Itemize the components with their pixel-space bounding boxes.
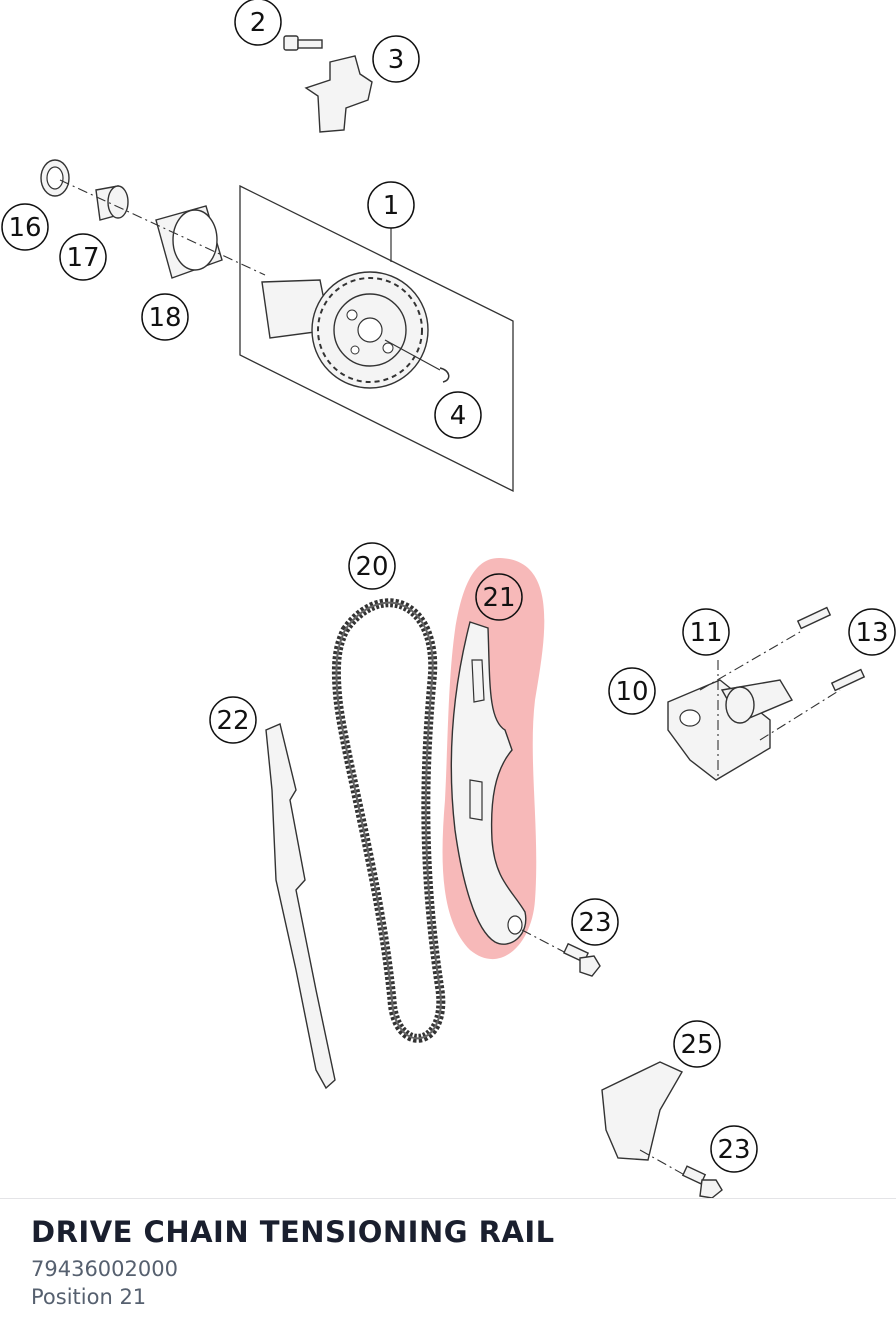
svg-text:13: 13: [855, 618, 888, 648]
callout-1[interactable]: 1: [367, 181, 415, 229]
leader-4-axis: [384, 339, 441, 371]
callout-20[interactable]: 20: [348, 542, 396, 590]
callout-18[interactable]: 18: [141, 293, 189, 341]
svg-text:11: 11: [689, 618, 722, 648]
part-10-chain-tensioner[interactable]: [667, 679, 794, 781]
part-number: 79436002000: [31, 1257, 178, 1281]
exploded-parts-diagram: 2 3 1 16 17 18 4 20 21 11 13 10: [1, 0, 896, 1198]
part-2-bolt[interactable]: [283, 35, 323, 51]
part-22-guide-rail[interactable]: [265, 723, 336, 1090]
chain-inner-line: [335, 601, 442, 1040]
part-23-bolt-upper[interactable]: [521, 929, 601, 977]
part-18-ring[interactable]: [155, 205, 223, 279]
part-1-assembly-frame: [239, 184, 514, 493]
svg-text:1: 1: [383, 191, 400, 221]
svg-text:10: 10: [615, 677, 648, 707]
svg-text:2: 2: [250, 8, 267, 38]
svg-text:3: 3: [388, 45, 405, 75]
svg-text:4: 4: [450, 401, 467, 431]
part-25-chain-guide[interactable]: [601, 1061, 683, 1161]
callout-21[interactable]: 21: [475, 573, 523, 621]
callout-2[interactable]: 2: [234, 0, 282, 46]
svg-text:23: 23: [717, 1135, 750, 1165]
part-17-bearing[interactable]: [95, 185, 129, 221]
callout-25[interactable]: 25: [673, 1020, 721, 1068]
svg-text:21: 21: [482, 583, 515, 613]
part-info-panel: DRIVE CHAIN TENSIONING RAIL 79436002000 …: [0, 1198, 896, 1336]
part-title: DRIVE CHAIN TENSIONING RAIL: [31, 1215, 555, 1249]
svg-text:17: 17: [66, 243, 99, 273]
part-13-bolt[interactable]: [759, 668, 866, 741]
svg-text:20: 20: [355, 552, 388, 582]
svg-text:25: 25: [680, 1030, 713, 1060]
part-16-seal[interactable]: [40, 159, 70, 197]
callout-4[interactable]: 4: [434, 391, 482, 439]
part-21-tensioning-rail[interactable]: [450, 621, 527, 945]
part-23-bolt-lower[interactable]: [639, 1149, 723, 1198]
callout-17[interactable]: 17: [59, 233, 107, 281]
callout-13[interactable]: 13: [848, 608, 896, 656]
part-3-bracket[interactable]: [304, 55, 373, 133]
axis-line-camshaft: [59, 179, 266, 276]
svg-text:16: 16: [8, 213, 41, 243]
callout-23-lower[interactable]: 23: [710, 1125, 758, 1173]
callout-10[interactable]: 10: [608, 667, 656, 715]
svg-text:18: 18: [148, 303, 181, 333]
callout-16[interactable]: 16: [1, 203, 49, 251]
svg-text:22: 22: [216, 706, 249, 736]
part-1-camshaft[interactable]: [261, 271, 429, 389]
callout-22[interactable]: 22: [209, 696, 257, 744]
part-position: Position 21: [31, 1285, 147, 1309]
callout-3[interactable]: 3: [372, 35, 420, 83]
callout-11[interactable]: 11: [682, 608, 730, 656]
part-11-bolt[interactable]: [699, 606, 832, 691]
svg-text:23: 23: [578, 908, 611, 938]
callout-23-upper[interactable]: 23: [571, 898, 619, 946]
part-4-clip[interactable]: [439, 367, 450, 383]
